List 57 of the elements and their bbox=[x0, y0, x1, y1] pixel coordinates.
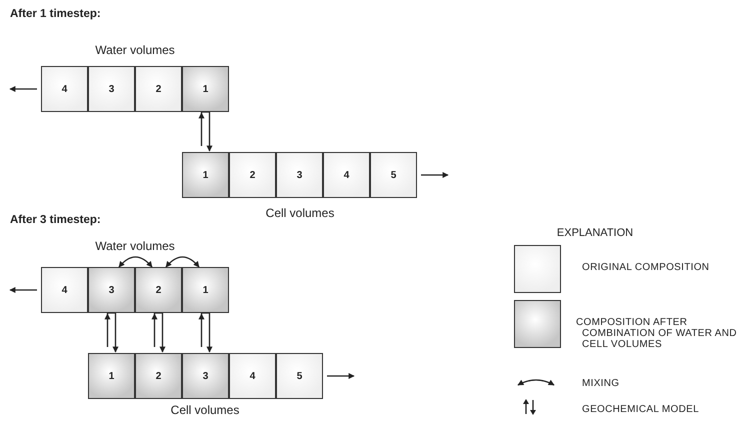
cell-number: 3 bbox=[296, 170, 302, 180]
legend-text: GEOCHEMICAL MODEL bbox=[582, 404, 699, 415]
volume-cell bbox=[182, 353, 229, 399]
legend-text: MIXING bbox=[582, 378, 620, 389]
cell-number: 4 bbox=[62, 84, 68, 94]
cell-number: 3 bbox=[202, 370, 208, 382]
cell-number: 5 bbox=[296, 370, 302, 382]
volume-cell bbox=[135, 353, 182, 399]
row-label: Cell volumes bbox=[170, 403, 240, 417]
flow-arrow bbox=[421, 172, 449, 178]
volume-cell bbox=[229, 152, 276, 198]
cell-number: 1 bbox=[108, 370, 114, 382]
volume-cell bbox=[135, 267, 182, 313]
volume-cell bbox=[370, 152, 417, 198]
cell-number: 2 bbox=[250, 170, 256, 180]
volume-cell bbox=[182, 66, 229, 112]
flow-arrow bbox=[9, 86, 37, 92]
equilibrium-arrow bbox=[104, 312, 118, 353]
cell-number: 2 bbox=[156, 370, 162, 382]
legend-heading: EXPLANATION bbox=[556, 227, 634, 239]
panel-heading: After 1 timestep: bbox=[10, 8, 101, 20]
mixing-arrow bbox=[118, 256, 152, 268]
row-label: Water volumes bbox=[95, 43, 175, 57]
volume-cell bbox=[229, 353, 276, 399]
volume-cell bbox=[182, 267, 229, 313]
cell-number: 1 bbox=[202, 170, 208, 180]
cell-number: 1 bbox=[202, 284, 208, 296]
panel-heading: After 3 timestep: bbox=[10, 214, 101, 226]
cell-number: 2 bbox=[156, 284, 162, 296]
volume-cell bbox=[41, 267, 88, 313]
cell-number: 5 bbox=[390, 170, 396, 180]
legend-text: COMPOSITION AFTER COMBINATION OF WATER AND CELL VOLUMES bbox=[576, 317, 738, 350]
volume-cell bbox=[182, 152, 229, 198]
volume-cell bbox=[323, 152, 370, 198]
volume-cell bbox=[88, 353, 135, 399]
cell-number: 3 bbox=[108, 284, 114, 296]
cell-number: 1 bbox=[202, 84, 208, 94]
volume-cell bbox=[135, 66, 182, 112]
volume-cell bbox=[88, 267, 135, 313]
row-label: Cell volumes bbox=[266, 206, 334, 220]
equilibrium-arrow bbox=[198, 111, 212, 152]
cell-number: 4 bbox=[250, 370, 256, 382]
row-label: Water volumes bbox=[95, 239, 175, 253]
cell-number: 2 bbox=[156, 84, 162, 94]
volume-cell bbox=[276, 353, 323, 399]
flow-arrow bbox=[9, 287, 37, 293]
flow-arrow bbox=[327, 373, 355, 379]
volume-cell bbox=[88, 66, 135, 112]
mixing-arrow bbox=[166, 256, 200, 268]
legend-text: ORIGINAL COMPOSITION bbox=[582, 262, 710, 273]
cell-number: 3 bbox=[108, 84, 114, 94]
volume-cell bbox=[41, 66, 88, 112]
volume-cell bbox=[276, 152, 323, 198]
cell-number: 4 bbox=[344, 170, 350, 180]
cell-number: 4 bbox=[62, 284, 68, 296]
equilibrium-arrow bbox=[152, 312, 166, 353]
equilibrium-arrow bbox=[198, 312, 212, 353]
